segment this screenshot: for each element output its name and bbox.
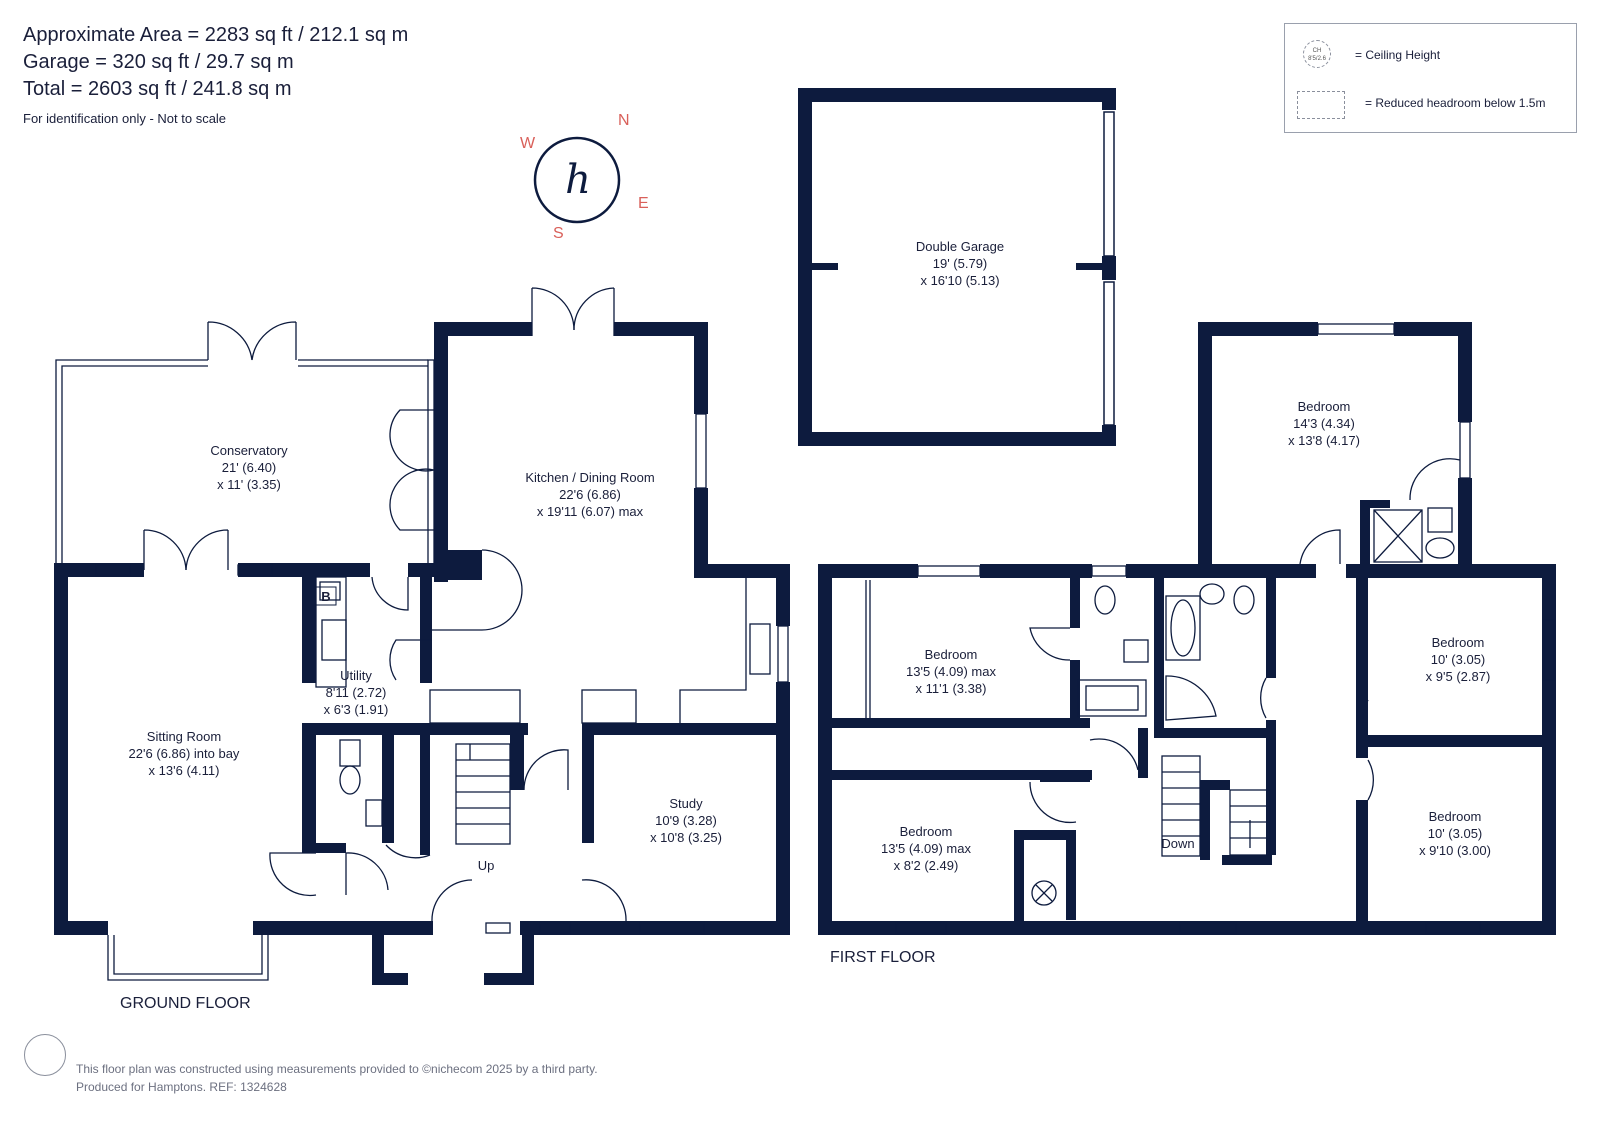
first-floor-walls — [818, 322, 1556, 935]
footer-line-1: This floor plan was constructed using me… — [76, 1062, 598, 1076]
utility-name: Utility — [340, 668, 372, 683]
compass-north: N — [618, 112, 630, 129]
reduced-headroom-label: = Reduced headroom below 1.5m — [1365, 96, 1546, 110]
reduced-headroom-icon — [1297, 91, 1345, 119]
utility-dim-1: 8'11 (2.72) — [326, 685, 387, 700]
first-floor-details — [865, 323, 1555, 934]
bedroom-4-dim-1: 13'5 (4.09) max — [881, 841, 971, 856]
approximate-area: Approximate Area = 2283 sq ft / 212.1 sq… — [23, 24, 409, 46]
bedroom-3-dim-1: 10' (3.05) — [1431, 652, 1486, 667]
total-area: Total = 2603 sq ft / 241.8 sq m — [23, 78, 292, 100]
sitting-dim-2: x 13'6 (4.11) — [149, 763, 220, 778]
garage-walls — [798, 88, 1116, 446]
compass-south: S — [553, 225, 564, 242]
ground-floor-walls — [54, 322, 790, 985]
utility-dim-2: x 6'3 (1.91) — [324, 702, 389, 717]
conservatory-dim-2: x 11' (3.35) — [217, 477, 281, 492]
bedroom-4-dim-2: x 8'2 (2.49) — [894, 858, 959, 873]
bedroom-5-dim-1: 10' (3.05) — [1428, 826, 1483, 841]
scale-note: For identification only - Not to scale — [23, 111, 227, 126]
bedroom-1-dim-1: 14'3 (4.34) — [1293, 416, 1355, 431]
kitchen-name: Kitchen / Dining Room — [525, 470, 654, 485]
footer-line-2: Produced for Hamptons. REF: 1324628 — [76, 1080, 287, 1094]
garage-area: Garage = 320 sq ft / 29.7 sq m — [23, 51, 294, 73]
compass-west: W — [520, 135, 536, 152]
garage-dim-2: x 16'10 (5.13) — [920, 273, 999, 288]
compass: h N E S W — [520, 112, 649, 242]
bedroom-2-dim-2: x 11'1 (3.38) — [916, 681, 987, 696]
first-floor-label: FIRST FLOOR — [830, 949, 936, 966]
stairs-up-label: Up — [478, 858, 495, 873]
ground-floor-details — [55, 287, 789, 981]
study-dim-1: 10'9 (3.28) — [655, 813, 717, 828]
compass-east: E — [638, 195, 649, 212]
garage-name: Double Garage — [916, 239, 1004, 254]
bedroom-2-dim-1: 13'5 (4.09) max — [906, 664, 996, 679]
bedroom-4-name: Bedroom — [900, 824, 953, 839]
bedroom-3-name: Bedroom — [1432, 635, 1485, 650]
sitting-dim-1: 22'6 (6.86) into bay — [129, 746, 240, 761]
ground-floor-label: GROUND FLOOR — [120, 995, 251, 1012]
sitting-name: Sitting Room — [147, 729, 221, 744]
study-dim-2: x 10'8 (3.25) — [650, 830, 722, 845]
bedroom-2-name: Bedroom — [925, 647, 978, 662]
bedroom-1-dim-2: x 13'8 (4.17) — [1288, 433, 1360, 448]
niche-logo-icon — [24, 1034, 66, 1076]
kitchen-dim-2: x 19'11 (6.07) max — [537, 504, 644, 519]
room-labels: Double Garage 19' (5.79) x 16'10 (5.13) … — [120, 239, 1491, 1012]
bedroom-3-dim-2: x 9'5 (2.87) — [1426, 669, 1491, 684]
kitchen-dim-1: 22'6 (6.86) — [559, 487, 621, 502]
legend: CH 8'5/2.6 = Ceiling Height = Reduced he… — [1284, 23, 1577, 133]
ceiling-height-icon: CH 8'5/2.6 — [1303, 40, 1331, 68]
ceiling-height-label: = Ceiling Height — [1355, 48, 1441, 62]
conservatory-dim-1: 21' (6.40) — [222, 460, 277, 475]
bedroom-1-name: Bedroom — [1298, 399, 1351, 414]
logo-mark: h — [565, 157, 591, 203]
boiler-marker: B — [321, 589, 330, 604]
bedroom-5-name: Bedroom — [1429, 809, 1482, 824]
conservatory-name: Conservatory — [210, 443, 288, 458]
bedroom-5-dim-2: x 9'10 (3.00) — [1419, 843, 1491, 858]
stairs-down-label: Down — [1161, 836, 1194, 851]
study-name: Study — [669, 796, 703, 811]
garage-dim-1: 19' (5.79) — [933, 256, 988, 271]
